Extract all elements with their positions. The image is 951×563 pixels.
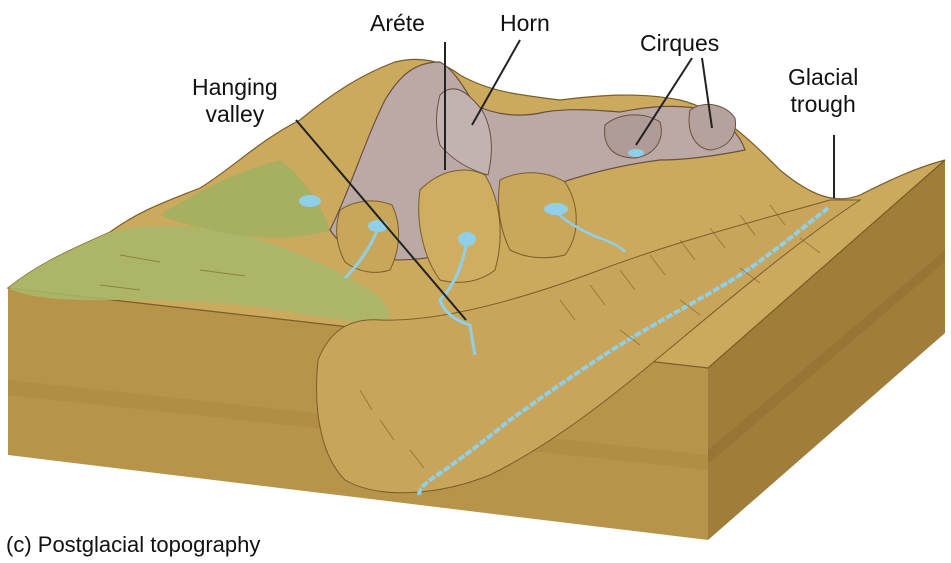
label-glacial-trough-line1: Glacial [788, 64, 858, 91]
label-hanging-valley: Hanging valley [192, 74, 278, 128]
label-arete: Aréte [370, 10, 425, 37]
tarn-lake-5 [628, 149, 644, 157]
arete-spur-2 [498, 173, 576, 258]
label-hanging-valley-line2: valley [192, 101, 278, 128]
label-horn: Horn [500, 10, 550, 37]
label-glacial-trough: Glacial trough [788, 64, 858, 118]
figure-caption: (c) Postglacial topography [6, 532, 260, 558]
label-cirques: Cirques [640, 30, 719, 57]
arete-spur-3 [337, 201, 399, 273]
tarn-lake-1 [299, 195, 321, 207]
label-hanging-valley-line1: Hanging [192, 74, 278, 101]
label-glacial-trough-line2: trough [788, 91, 858, 118]
